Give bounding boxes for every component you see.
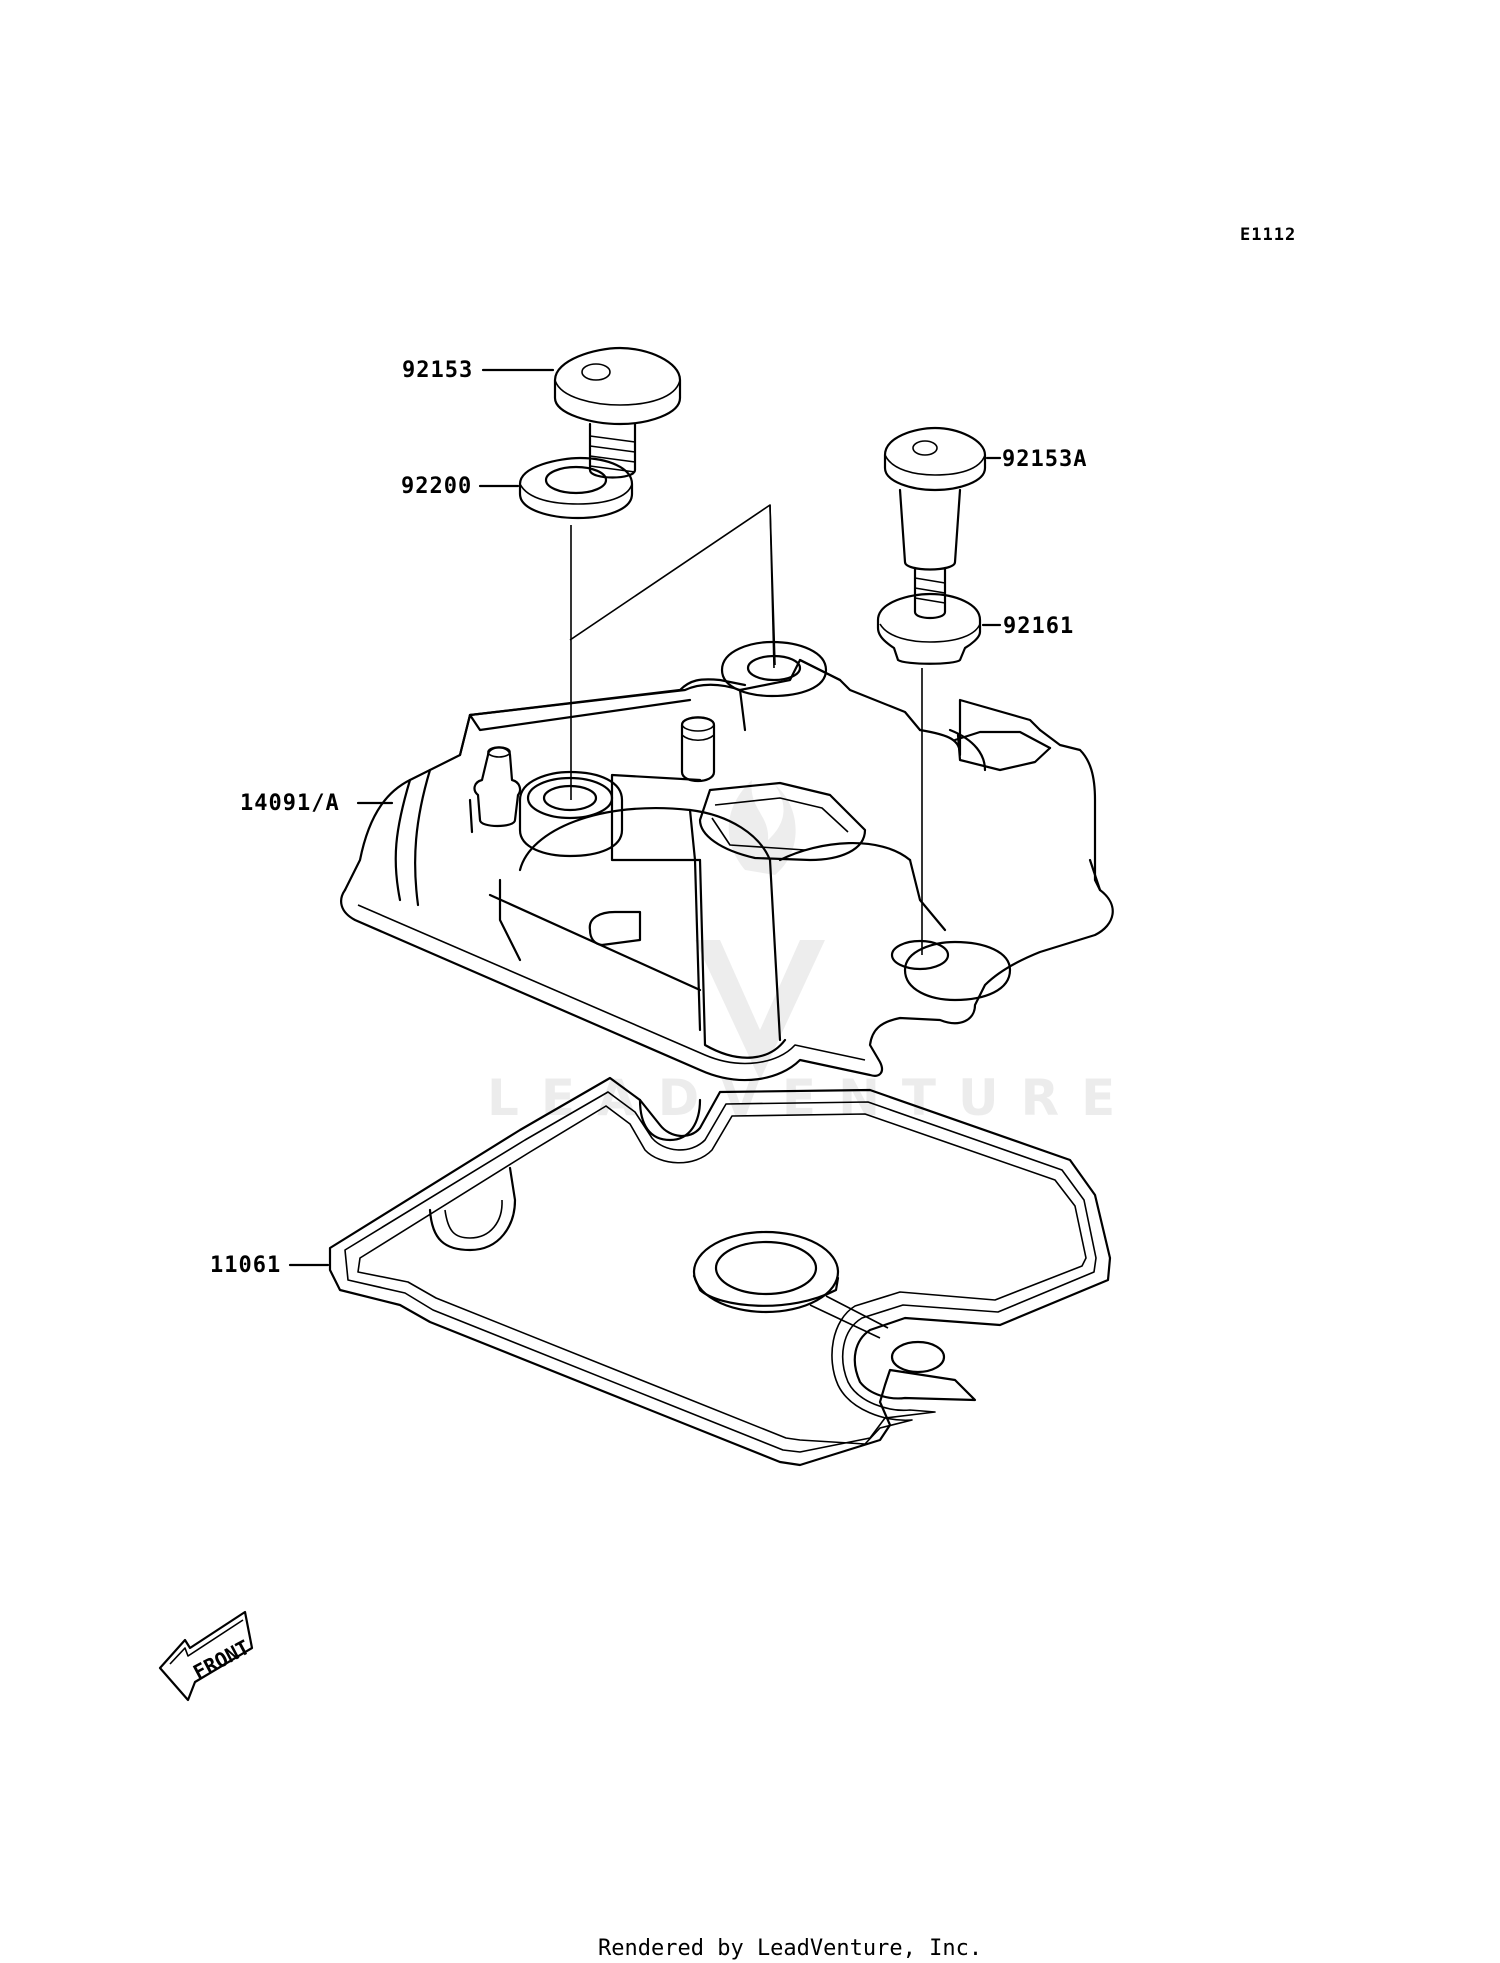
part-label-92161: 92161 <box>1003 614 1074 639</box>
part-92153a-bolt: 92153A <box>883 426 1087 620</box>
watermark: LEADVENTURE <box>487 780 1137 1127</box>
part-92153-bolt: 92153 <box>402 346 682 479</box>
diagram-code: E1112 <box>1240 225 1296 245</box>
part-label-92153a: 92153A <box>1002 447 1087 472</box>
part-label-14091a: 14091/A <box>240 791 340 816</box>
front-direction-arrow: FRONT <box>158 1610 254 1702</box>
assembly-guide-lines <box>569 504 923 955</box>
part-92161-grommet: 92161 <box>876 592 1074 665</box>
part-14091a-cylinder-head-cover: 14091/A <box>240 640 1114 1082</box>
part-label-92153: 92153 <box>402 358 473 383</box>
part-label-11061: 11061 <box>210 1253 281 1278</box>
part-11061-gasket: 11061 <box>210 1076 1112 1467</box>
footer-credit: Rendered by LeadVenture, Inc. <box>598 1936 982 1961</box>
watermark-text: LEADVENTURE <box>487 1069 1137 1127</box>
part-92200-washer: 92200 <box>401 456 634 520</box>
part-label-92200: 92200 <box>401 474 472 499</box>
